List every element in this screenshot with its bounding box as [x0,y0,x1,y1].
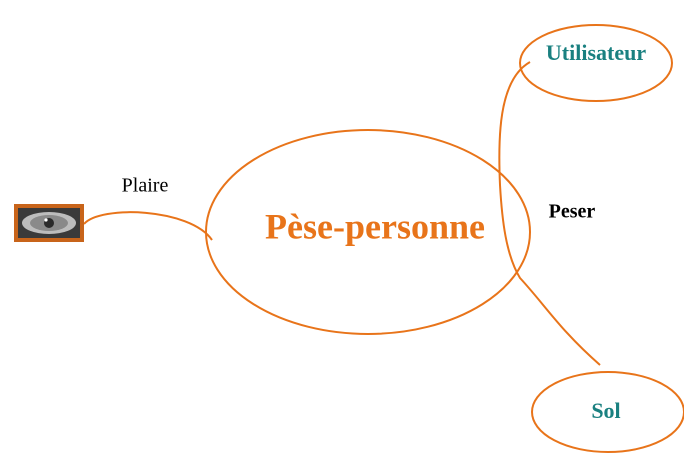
main-node-label: Pèse-personne [265,206,485,246]
user-node-ellipse [519,24,673,102]
main-node-ellipse [205,129,531,335]
edge-label-please: Plaire [122,175,169,197]
edge-weigh-line [498,61,601,366]
user-node-label: Utilisateur [546,40,646,65]
eye-icon [14,204,84,242]
floor-node-ellipse [531,371,684,453]
edge-actor-to-main [83,211,213,241]
floor-node-label: Sol [591,398,620,423]
edge-label-weigh: Peser [549,201,596,223]
